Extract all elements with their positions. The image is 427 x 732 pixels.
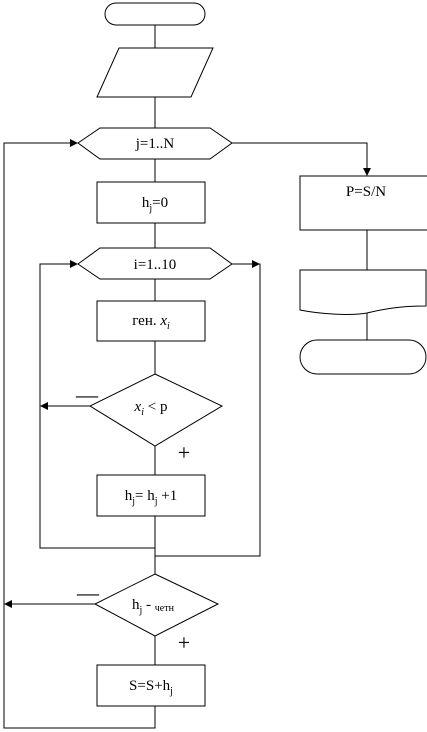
condition-x-label: xi < p	[134, 399, 168, 418]
cond-even-yes-label: +	[178, 630, 190, 655]
arrow-cond-x-no	[40, 402, 48, 410]
condition-x-block: xi < p	[88, 373, 224, 447]
cond-x-yes-label: +	[178, 440, 190, 465]
end-terminator	[299, 339, 427, 375]
sum-block: S=S+hj	[96, 664, 206, 707]
cond-even-no-label: —	[76, 580, 100, 605]
arrow-into-avg	[363, 168, 371, 176]
arrow-cond-even-no	[4, 600, 12, 608]
start-terminator	[104, 2, 206, 26]
arrow-into-loop-j	[70, 139, 78, 147]
loop-j-block: j=1..N	[77, 127, 233, 160]
h-inc-label: hj= hj +1	[125, 488, 178, 507]
loop-j-label: j=1..N	[135, 136, 175, 152]
avg-block: P=S/N	[299, 175, 427, 231]
h-init-label: hj=0	[142, 195, 168, 214]
generate-label: ген. xi	[132, 313, 170, 332]
arrowheads	[4, 139, 371, 608]
connectors	[3, 25, 368, 729]
sum-label: S=S+hj	[129, 678, 173, 697]
input-parallelogram	[96, 47, 214, 98]
arrow-into-loop-i	[70, 260, 78, 268]
condition-even-label: hj - четн	[132, 597, 175, 616]
generate-block: ген. xi	[96, 300, 206, 342]
output-document	[299, 269, 427, 315]
condition-even-block: hj - четн	[93, 573, 220, 637]
h-inc-block: hj= hj +1	[96, 474, 206, 517]
arrow-loop-i-exit	[252, 260, 260, 268]
cond-x-no-label: —	[75, 382, 99, 407]
loop-i-label: i=1..10	[134, 257, 177, 273]
avg-label: P=S/N	[346, 184, 386, 200]
h-init-block: hj=0	[96, 181, 206, 224]
loop-i-block: i=1..10	[77, 247, 233, 280]
